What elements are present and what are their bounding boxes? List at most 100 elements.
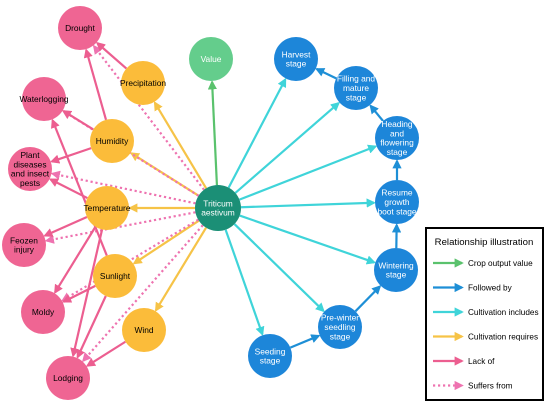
filling-circle <box>334 66 378 110</box>
drought-label: Drought <box>65 23 95 33</box>
pre-winter-label: seedling <box>324 322 356 332</box>
legend-label: Crop output value <box>468 259 533 268</box>
legend-label: Lack of <box>468 357 495 366</box>
seeding-label: Seeding <box>255 346 286 356</box>
temperature-to-plant-diseases-edge <box>48 178 88 200</box>
waterlogging-label: Waterlogging <box>19 94 68 104</box>
precipitation-node: Precipitation <box>120 61 166 105</box>
wintering-circle <box>374 248 418 292</box>
pre-winter-label: Pre-winter <box>321 313 359 323</box>
seeding-circle <box>248 334 292 378</box>
waterlogging-circle <box>22 77 66 121</box>
plant-diseases-circle <box>8 147 52 191</box>
center-to-moldy-edge <box>61 218 199 302</box>
sunlight-circle <box>93 254 137 298</box>
waterlogging-node: Waterlogging <box>19 77 69 121</box>
feozen-injury-label: injury <box>14 245 35 255</box>
heading-label: stage <box>387 147 408 157</box>
center-label: aestivum <box>201 208 235 218</box>
lodging-node: Lodging <box>46 356 90 400</box>
precipitation-circle <box>121 61 165 105</box>
center-to-heading-edge <box>239 144 378 201</box>
plant-diseases-label: diseases <box>13 159 46 169</box>
humidity-to-drought-edge <box>83 48 108 121</box>
feozen-injury-circle <box>2 223 46 267</box>
center-to-drought-edge <box>92 44 205 191</box>
wind-circle <box>122 308 166 352</box>
legend-item: Cultivation requires <box>433 331 538 342</box>
temperature-to-feozen-injury-edge <box>43 215 88 237</box>
resume-label: boot stage <box>377 206 416 216</box>
heading-label: flowering <box>380 138 414 148</box>
legend-item: Crop output value <box>433 258 533 268</box>
legend-item: Lack of <box>433 356 495 366</box>
precipitation-to-drought-edge <box>95 41 128 70</box>
legend-label: Suffers from <box>468 382 513 391</box>
heading-circle <box>375 116 419 160</box>
humidity-label: Humidity <box>96 136 129 146</box>
wind-node: Wind <box>122 308 166 352</box>
temperature-to-lodging-edge <box>70 229 104 358</box>
plant-diseases-label: Plant <box>20 150 40 160</box>
center-to-filling-edge <box>234 101 341 194</box>
legend: Relationship illustration Crop output va… <box>425 227 544 401</box>
pre-winter-label: stage <box>330 331 351 341</box>
harvest-circle <box>274 37 318 81</box>
lodging-label: Lodging <box>53 373 83 383</box>
value-label: Value <box>201 54 222 64</box>
center-to-precipitation-edge <box>153 101 208 189</box>
value-node: Value <box>189 37 233 81</box>
heading-to-filling-edge <box>369 104 384 122</box>
legend-item: Cultivation includes <box>433 307 539 317</box>
resume-label: growth <box>384 197 409 207</box>
legend-label: Cultivation requires <box>468 333 538 342</box>
sunlight-to-lodging-edge <box>76 295 107 359</box>
center-label: Triticum <box>203 198 232 208</box>
legend-item: Suffers from <box>433 380 513 391</box>
legend-item: Followed by <box>433 282 513 293</box>
humidity-circle <box>90 119 134 163</box>
sunlight-to-moldy-edge <box>61 284 96 303</box>
legend-box <box>425 227 544 401</box>
seeding-label: stage <box>260 356 281 366</box>
resume-circle <box>375 180 419 224</box>
nodes-layer: ValuePrecipitationHumidityTemperatureSun… <box>2 6 419 400</box>
filling-label: mature <box>343 83 369 93</box>
center-to-wintering-edge <box>239 214 377 265</box>
legend-label: Followed by <box>468 284 513 293</box>
moldy-circle <box>21 290 65 334</box>
wind-to-lodging-edge <box>85 340 126 367</box>
drought-node: Drought <box>58 6 102 50</box>
humidity-to-plant-diseases-edge <box>50 147 92 164</box>
plant-diseases-label: pests <box>20 178 40 188</box>
center-to-wind-edge <box>154 227 208 312</box>
wintering-label: stage <box>386 270 407 280</box>
center-to-waterlogging-edge <box>61 110 200 197</box>
sunlight-node: Sunlight <box>93 254 137 298</box>
center-to-pre-winter-edge <box>233 223 325 313</box>
plant-diseases-label: and insect <box>11 169 50 179</box>
temperature-node: Temperature <box>83 186 131 230</box>
wind-label: Wind <box>134 325 153 335</box>
temperature-label: Temperature <box>83 203 130 213</box>
feozen-injury-label: Feozen <box>10 235 38 245</box>
lodging-circle <box>46 356 90 400</box>
center-circle <box>195 185 241 231</box>
center-to-lodging-edge <box>81 224 204 363</box>
value-circle <box>189 37 233 81</box>
filling-to-harvest-edge <box>315 68 337 80</box>
seeding-to-pre-winter-edge <box>289 334 321 349</box>
sunlight-label: Sunlight <box>100 271 131 281</box>
legend-title: Relationship illustration <box>435 237 534 248</box>
humidity-to-waterlogging-edge <box>61 110 94 131</box>
harvest-label: Harvest <box>282 49 312 59</box>
pre-winter-to-wintering-edge <box>354 285 382 313</box>
